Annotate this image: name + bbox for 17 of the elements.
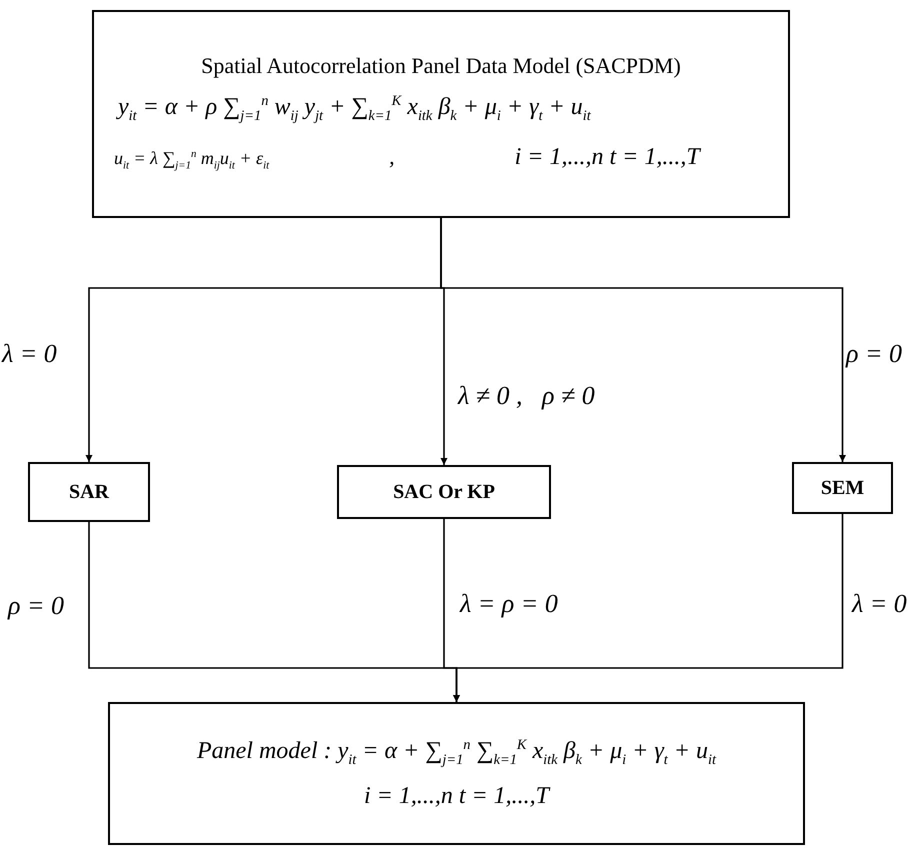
model-name: SAR — [68, 480, 109, 504]
connector-arrow — [440, 218, 846, 462]
process-box — [337, 465, 551, 519]
index-range: i = 1,...,n t = 1,...,T — [364, 782, 550, 811]
index-range: i = 1,...,n t = 1,...,T — [514, 143, 700, 172]
model-equation: y$_{it}$ = α + ρ ∑$_{j=1}$$^{n}$ w$_{ij}$ y$_{jt}$ + ∑$_{k=1}$$^{K}$ x$_{itk}$ β$_{k}$ + μ$_{i}$ + γ$_{t}$ + u$_{it}$ — [118, 92, 591, 126]
model-title: Spatial Autocorrelation Panel Data Model (SACPDM) — [200, 52, 682, 79]
process-box — [28, 462, 150, 522]
process-box — [792, 462, 893, 514]
separator-comma: , — [389, 143, 395, 172]
model-name: SAC Or KP — [393, 480, 495, 504]
error-equation: u$_{it}$ = λ ∑$_{j=1}$$^{n}$ m$_{ij}$u$_{it}$ + ε$_{it}$ — [114, 147, 270, 174]
model-name: SEM — [820, 476, 864, 500]
model-box — [108, 702, 805, 845]
connector-arrow — [453, 514, 844, 702]
model-box — [92, 10, 790, 218]
panel-equation: Panel model : y$_{it}$ = α + ∑$_{j=1}$$^{n}$ ∑$_{k=1}$$^{K}$ x$_{itk}$ β$_{k}$ + μ$_{i}$ + γ$_{t}$ + u$_{it}$ — [196, 736, 716, 770]
